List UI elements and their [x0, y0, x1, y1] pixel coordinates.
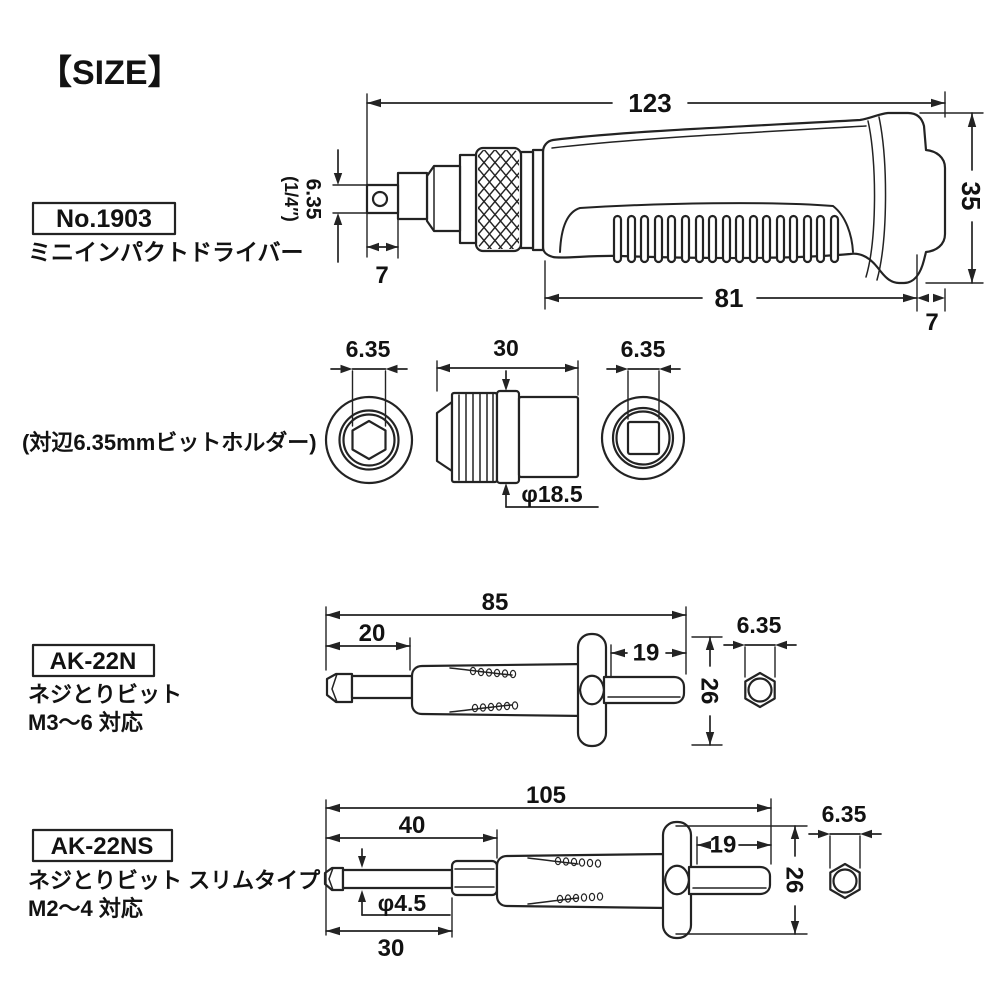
ak22ns-flange-hub — [663, 864, 691, 896]
driver-diagram — [365, 111, 947, 285]
ak22ns-hex-adapter — [450, 859, 499, 897]
ak22n-shaft — [350, 674, 414, 700]
dim-ak22n-height: 26 — [696, 678, 723, 705]
pommel-curve-2 — [876, 116, 887, 281]
ak22ns-label-block: AK-22NS ネジとりビット スリムタイプ M2〜4 対応 — [28, 828, 321, 921]
dim-ak22n-overall: 85 — [482, 589, 509, 616]
dim-square-drive: 6.35 — [302, 179, 325, 220]
ak22ns-compat-label: M2〜4 対応 — [28, 896, 143, 921]
holder-nose — [435, 400, 454, 473]
collar — [519, 150, 535, 250]
page-title: 【SIZE】 — [38, 54, 182, 92]
ak22n-model-label: AK-22N — [50, 648, 137, 675]
pommel-curve-1 — [865, 120, 876, 278]
grip-ribs — [612, 214, 840, 264]
ak22ns-model-box — [31, 828, 174, 863]
bit-holder-rear-view: 6.35 — [600, 336, 686, 481]
ak22ns-model-label: AK-22NS — [51, 833, 154, 860]
dim-square-socket-width: 6.35 — [621, 336, 666, 362]
detent-ball-hole — [371, 190, 389, 208]
ak22ns-name-label: ネジとりビット スリムタイプ — [28, 868, 321, 893]
dim-ak22ns-shank: 19 — [710, 832, 737, 859]
bit-holder-caption: (対辺6.35mmビットホルダー) — [22, 430, 317, 455]
ak22n-tip — [325, 672, 354, 704]
driver-label-block: No.1903 ミニインパクトドライバー — [28, 201, 304, 265]
handle-front-band — [531, 148, 545, 252]
knurl-texture — [478, 150, 519, 249]
grip-inset-line — [559, 202, 854, 253]
ak22ns-grip-dots — [554, 856, 604, 904]
dim-ak22n-hex-width: 6.35 — [737, 612, 782, 638]
ak22n-flange-hub — [578, 674, 606, 706]
dim-rear-cap-length: 7 — [925, 309, 938, 336]
bit-holder-front-view: 6.35 — [324, 336, 414, 485]
spacer-ring — [458, 153, 478, 245]
dim-hex-socket-width: 6.35 — [346, 336, 391, 362]
dim-ak22ns-hex-width: 6.35 — [822, 801, 867, 827]
ak22n-hex-shank — [602, 675, 686, 705]
handle-top-ridge-line — [551, 125, 867, 149]
dim-square-drive-inch: (1/4″) — [281, 176, 301, 222]
ak22ns-hex-shank — [687, 865, 772, 896]
dim-outer-diameter: φ18.5 — [521, 481, 582, 507]
ak22n-compat-label: M3〜6 対応 — [28, 710, 143, 735]
anvil-step — [396, 171, 429, 221]
dim-ak22n-tip: 20 — [359, 620, 386, 647]
ak22n-diagram: 85 20 19 26 6.35 — [325, 589, 797, 748]
front-housing — [425, 164, 462, 233]
dim-ak22ns-slim: 40 — [399, 812, 426, 839]
dim-grip-length: 81 — [715, 283, 744, 313]
dim-ak22n-shank: 19 — [633, 640, 660, 667]
driver-dimensions: 123 35 81 7 7 6.35 (1/4″) — [281, 88, 986, 336]
driver-model-label: No.1903 — [56, 205, 152, 233]
ak22n-tip-facet — [331, 673, 338, 703]
dim-square-drive-length: 7 — [375, 262, 388, 289]
dim-ak22ns-height: 26 — [781, 867, 808, 894]
ak22ns-tip-facet — [328, 867, 334, 891]
ak22ns-grip — [495, 852, 670, 910]
dim-ak22ns-shaft-dia: φ4.5 — [378, 890, 427, 916]
holder-sleeve — [517, 395, 580, 479]
dim-holder-length: 30 — [493, 335, 519, 361]
ak22ns-slim-shaft — [341, 868, 454, 890]
dim-ak22ns-tip: 30 — [378, 935, 405, 962]
ak22n-label-block: AK-22N ネジとりビット M3〜6 対応 — [28, 643, 182, 735]
holder-band — [495, 389, 521, 485]
dim-body-height: 35 — [956, 182, 986, 211]
ak22n-name-label: ネジとりビット — [28, 682, 182, 707]
driver-model-box — [31, 201, 177, 236]
ak22n-model-box — [31, 643, 156, 678]
dim-overall-length: 123 — [628, 88, 671, 118]
square-socket — [626, 420, 661, 456]
ak22n-grip — [410, 662, 587, 718]
ak22ns-tip — [323, 866, 345, 892]
hex-socket — [351, 419, 387, 461]
ak22ns-diagram: 105 40 φ4.5 30 19 26 — [323, 782, 882, 962]
ak22n-grip-dots — [469, 666, 519, 713]
dim-ak22ns-overall: 105 — [526, 782, 566, 809]
driver-name-label: ミニインパクトドライバー — [28, 239, 304, 265]
bit-holder-side-view: 30 φ18.5 — [435, 335, 599, 508]
